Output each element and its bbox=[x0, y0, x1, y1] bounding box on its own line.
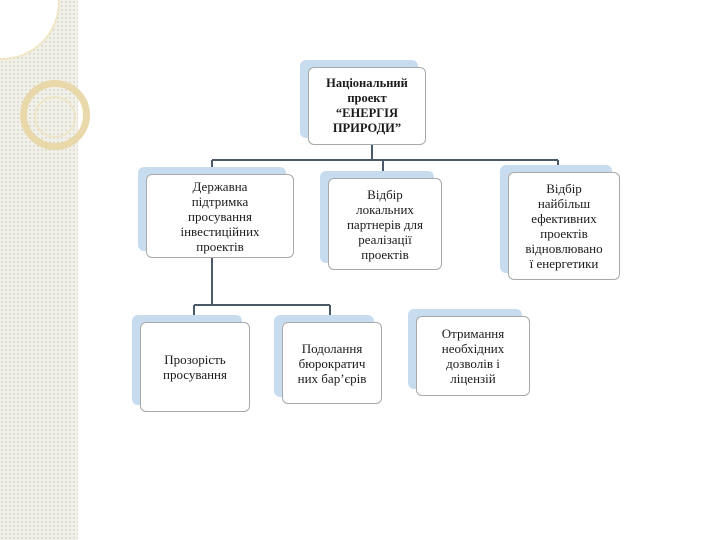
node-permits-label: Отримання необхідних дозволів і ліцензій bbox=[442, 326, 505, 386]
node-transparency-label: Прозорість просування bbox=[163, 352, 227, 382]
node-bureaucracy-label: Подолання бюрократич них бар’єрів bbox=[298, 341, 367, 386]
node-card: Прозорість просування bbox=[140, 322, 250, 412]
node-card: Отримання необхідних дозволів і ліцензій bbox=[416, 316, 530, 396]
root-node: Національний проект “ЕНЕРГІЯ ПРИРОДИ” bbox=[308, 67, 426, 145]
node-card: Відбір найбільш ефективних проектів відн… bbox=[508, 172, 620, 280]
node-transparency: Прозорість просування bbox=[140, 322, 250, 412]
node-permits: Отримання необхідних дозволів і ліцензій bbox=[416, 316, 530, 396]
node-effective-projects-label: Відбір найбільш ефективних проектів відн… bbox=[525, 181, 602, 271]
node-local-partners: Відбір локальних партнерів для реалізаці… bbox=[328, 178, 442, 270]
node-card: Подолання бюрократич них бар’єрів bbox=[282, 322, 382, 404]
node-state-support: Державна підтримка просування інвестицій… bbox=[146, 174, 294, 258]
node-local-partners-label: Відбір локальних партнерів для реалізаці… bbox=[347, 187, 423, 262]
node-card: Відбір локальних партнерів для реалізаці… bbox=[328, 178, 442, 270]
node-card: Державна підтримка просування інвестицій… bbox=[146, 174, 294, 258]
node-card: Національний проект “ЕНЕРГІЯ ПРИРОДИ” bbox=[308, 67, 426, 145]
node-state-support-label: Державна підтримка просування інвестицій… bbox=[180, 179, 259, 254]
root-node-label: Національний проект “ЕНЕРГІЯ ПРИРОДИ” bbox=[326, 76, 408, 136]
node-effective-projects: Відбір найбільш ефективних проектів відн… bbox=[508, 172, 620, 280]
node-bureaucracy: Подолання бюрократич них бар’єрів bbox=[282, 322, 382, 404]
